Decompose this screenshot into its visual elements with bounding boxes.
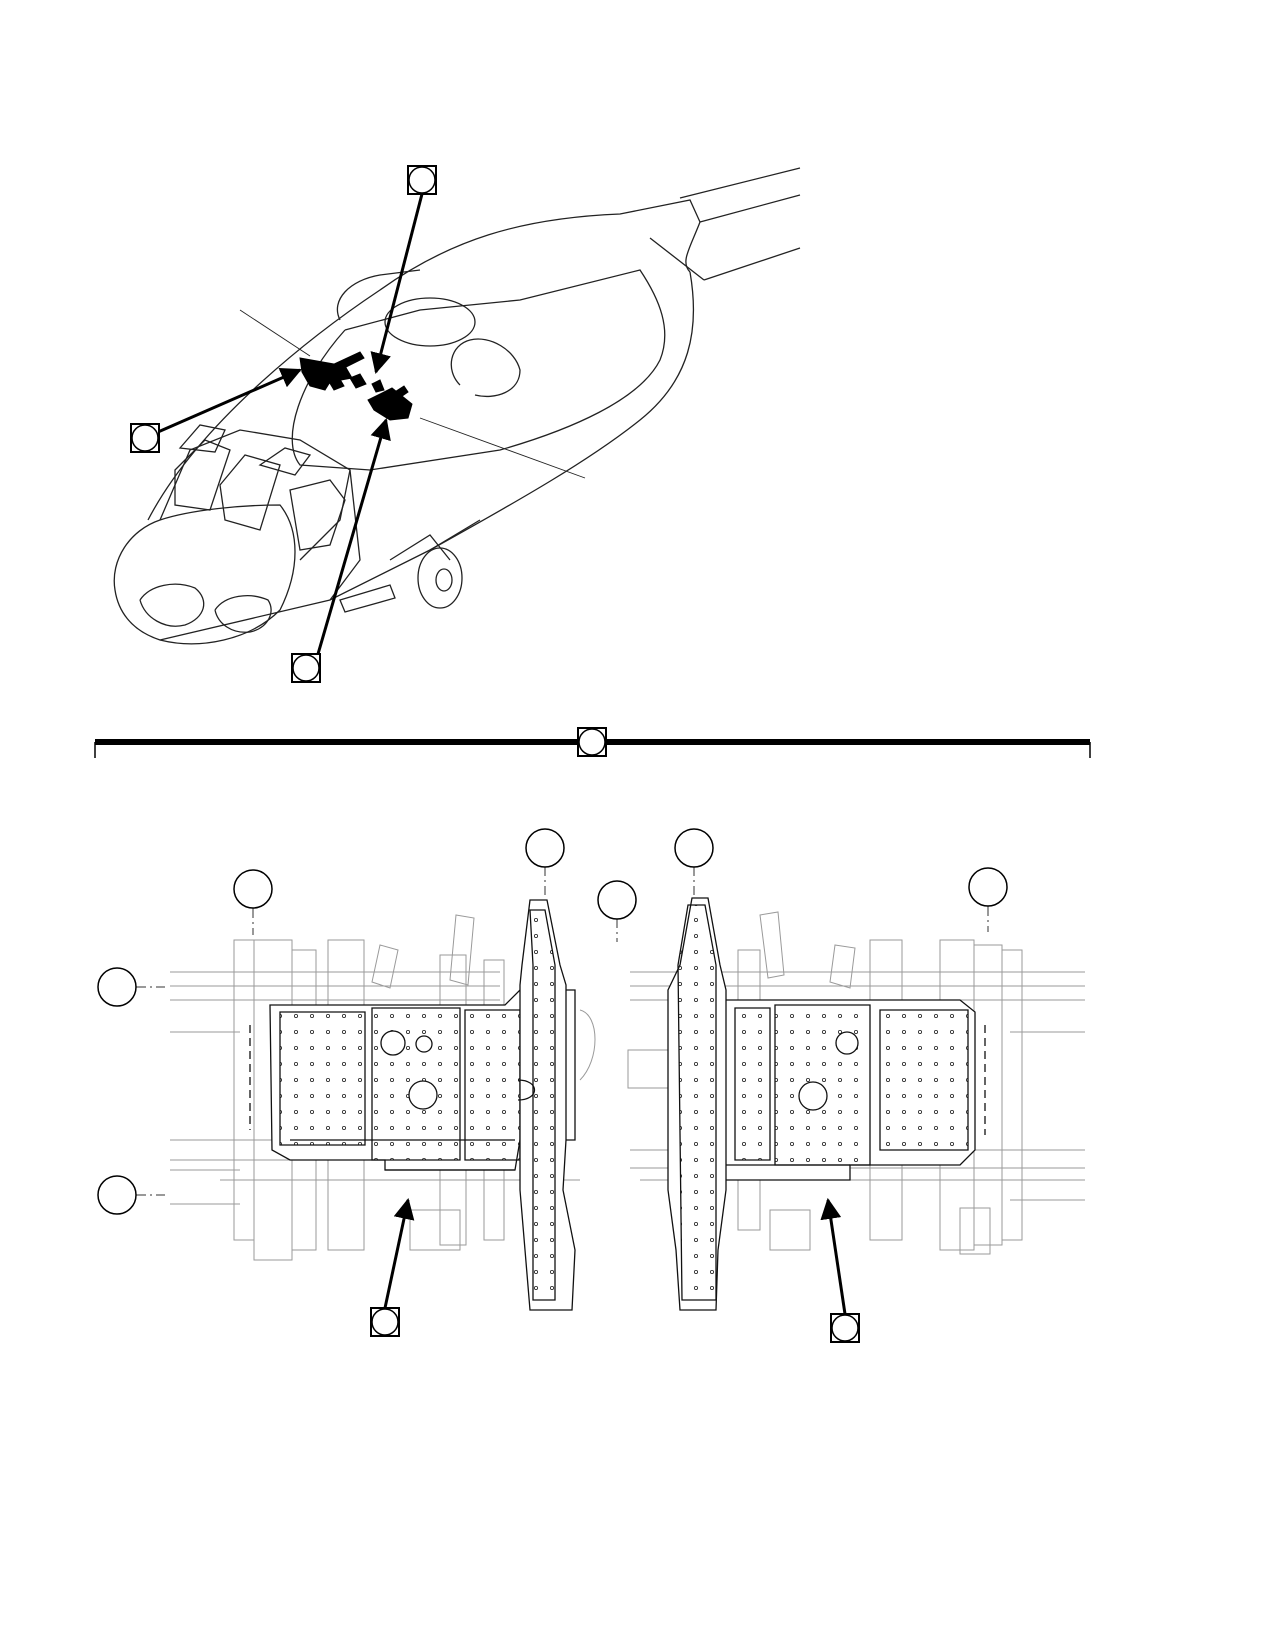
engine-right [450, 338, 521, 398]
arrow-bottom [316, 417, 391, 655]
nose [113, 504, 296, 645]
fuselage-back [429, 271, 695, 551]
engine-left [336, 269, 421, 321]
station-callout-1 [233, 869, 273, 909]
station-callout-5 [968, 867, 1008, 907]
waterline-callout-upper [97, 967, 137, 1007]
arrow-panel-left [383, 1197, 415, 1309]
arrow-panel-right [820, 1197, 847, 1315]
callout-bottom [291, 653, 321, 683]
panel-left-detail [249, 989, 576, 1171]
windshield-1 [174, 439, 231, 511]
chin-window-1 [139, 583, 205, 627]
belly [159, 519, 481, 641]
arrow-left [157, 367, 302, 434]
detail-arrows [383, 1197, 847, 1315]
cowling [291, 269, 666, 471]
landing-gear-strut [389, 534, 451, 561]
station-callout-4 [674, 828, 714, 868]
upper-window-2 [258, 447, 312, 476]
cockpit-frame [159, 429, 351, 561]
rotor-hub [384, 297, 476, 347]
callout-top [407, 165, 437, 195]
step [339, 584, 396, 613]
part-clip-2 [349, 373, 367, 389]
strap-left [517, 899, 576, 1311]
helicopter-iso-view [113, 167, 801, 645]
detail-callouts [97, 828, 1008, 1215]
side-door [329, 469, 361, 601]
station-lines [136, 866, 989, 1196]
windshield-3 [289, 479, 346, 551]
arrow-top [370, 193, 424, 375]
windshield-2 [219, 454, 281, 531]
part-clip-1 [327, 375, 345, 391]
landing-gear-wheel [417, 547, 463, 609]
tail-boom [649, 167, 801, 281]
highlighted-components [299, 351, 413, 421]
panel-right-detail [719, 999, 986, 1181]
waterline-callout-lower [97, 1175, 137, 1215]
upper-window-1 [178, 424, 226, 453]
strap-right [667, 897, 727, 1311]
station-callout-2 [525, 828, 565, 868]
panel-left-callout [370, 1307, 400, 1337]
fuselage-upper [147, 199, 701, 521]
chin-window-2 [214, 595, 272, 633]
iso-leader-arrows [157, 193, 424, 655]
station-callout-3 [597, 880, 637, 920]
panel-right-callout [830, 1313, 860, 1343]
part-clip-3 [371, 379, 385, 393]
callout-left [130, 423, 160, 453]
section-divider [94, 727, 1091, 758]
